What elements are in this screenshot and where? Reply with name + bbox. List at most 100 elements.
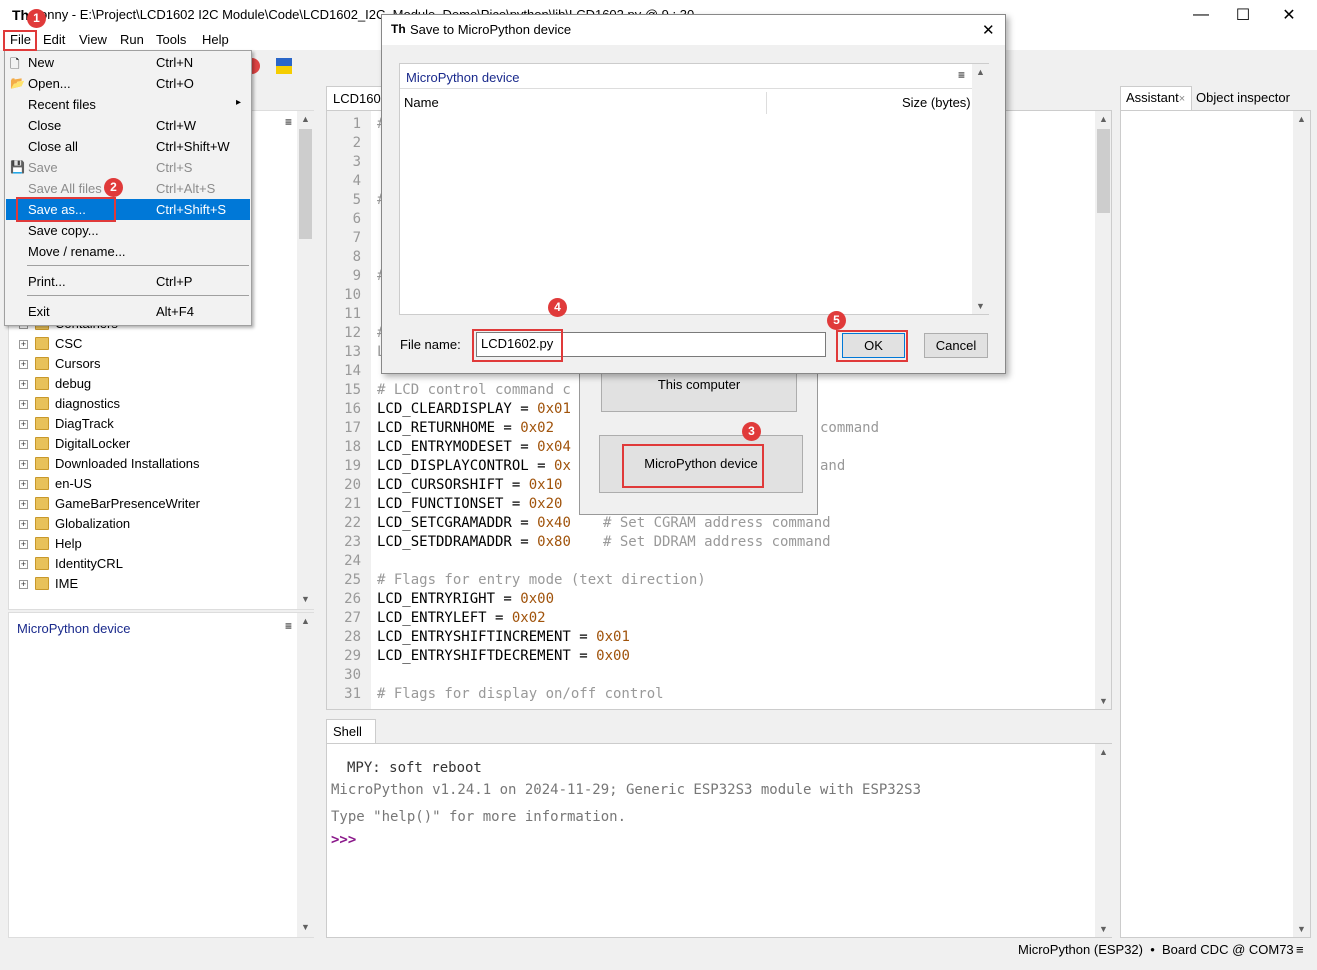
line-number: 22: [344, 515, 361, 531]
line-number: 18: [344, 439, 361, 455]
mp-pane-title: MicroPython device: [17, 621, 131, 636]
menu-help[interactable]: Help: [202, 32, 229, 47]
files-menu-icon[interactable]: ≡: [285, 115, 293, 129]
annotation-badge-3: 3: [742, 422, 761, 441]
open-folder-icon: 📂: [10, 76, 25, 90]
editor-tab[interactable]: LCD1602: [326, 86, 388, 110]
line-number: 23: [344, 534, 361, 550]
menu-item-print[interactable]: Print...Ctrl+P: [28, 274, 193, 289]
shell-prompt: >>>: [331, 832, 357, 848]
new-file-icon: 🗋: [10, 57, 20, 71]
code-line: LCD_CURSORSHIFT = 0x10: [377, 477, 563, 493]
column-size[interactable]: Size (bytes): [902, 95, 971, 110]
assistant-scrollbar[interactable]: ▲ ▼: [1293, 111, 1310, 937]
menu-separator: [27, 295, 249, 296]
code-line: LCD_SETCGRAMADDR = 0x40# Set CGRAM addre…: [377, 515, 831, 531]
annotation-box-filename: [472, 329, 563, 362]
device-file-list[interactable]: MicroPython device ≡ Name Size (bytes) ▲…: [399, 63, 989, 315]
thonny-icon: Th: [391, 22, 406, 36]
dialog-close-button[interactable]: ✕: [982, 22, 995, 39]
files-scrollbar[interactable]: ▲ ▼: [297, 111, 314, 609]
tab-assistant[interactable]: Assistant×: [1120, 86, 1192, 110]
annotation-badge-5: 5: [827, 311, 846, 330]
save-icon: 💾: [10, 160, 25, 174]
code-line: LCD_CLEARDISPLAY = 0x01: [377, 401, 571, 417]
menu-item-save-as[interactable]: Save as...Ctrl+Shift+S: [6, 199, 250, 220]
menu-edit[interactable]: Edit: [43, 32, 66, 47]
ukraine-flag-icon: [276, 58, 292, 66]
file-name-input[interactable]: LCD1602.py: [476, 332, 826, 357]
line-number: 1: [352, 116, 361, 132]
column-name[interactable]: Name: [404, 95, 439, 110]
code-line: # LCD control command c: [377, 382, 571, 398]
annotation-badge-2: 2: [104, 178, 123, 197]
menu-run[interactable]: Run: [120, 32, 144, 47]
save-dialog: Th Save to MicroPython device ✕ MicroPyt…: [381, 14, 1006, 374]
line-number: 31: [344, 686, 361, 702]
dialog-title: Save to MicroPython device: [410, 22, 572, 37]
file-name-label: File name:: [400, 337, 461, 352]
close-window-button[interactable]: ✕: [1282, 7, 1296, 24]
status-bar: MicroPython (ESP32) • Board CDC @ COM73 …: [0, 940, 1317, 962]
line-number: 8: [352, 249, 361, 265]
list-scrollbar[interactable]: ▲ ▼: [972, 64, 989, 314]
line-number: 16: [344, 401, 361, 417]
line-number: 20: [344, 477, 361, 493]
editor-scrollbar[interactable]: ▲ ▼: [1095, 111, 1111, 709]
shell-pane[interactable]: MPY: soft reboot MicroPython v1.24.1 on …: [326, 743, 1112, 938]
code-line: # Flags for display on/off control: [377, 686, 664, 702]
code-line: LCD_SETDDRAMADDR = 0x80# Set DDRAM addre…: [377, 534, 831, 550]
minimize-button[interactable]: —: [1193, 6, 1209, 23]
line-number: 10: [344, 287, 361, 303]
menu-item-move-rename[interactable]: Move / rename...: [28, 244, 126, 259]
code-line: # Flags for entry mode (text direction): [377, 572, 706, 588]
line-number: 24: [344, 553, 361, 569]
annotation-box-file: [3, 30, 37, 51]
list-menu-icon[interactable]: ≡: [958, 68, 966, 82]
line-number: 17: [344, 420, 361, 436]
menu-item-open[interactable]: 📂Open...Ctrl+O: [10, 76, 194, 91]
list-title: MicroPython device: [406, 70, 520, 85]
status-backend[interactable]: MicroPython (ESP32) • Board CDC @ COM73: [1018, 942, 1294, 957]
line-number: 15: [344, 382, 361, 398]
line-number: 3: [352, 154, 361, 170]
this-computer-button[interactable]: This computer: [601, 373, 797, 412]
tab-object-inspector[interactable]: Object inspector: [1196, 90, 1290, 105]
annotation-box-save-as: [16, 197, 116, 222]
shell-line: Type "help()" for more information.: [331, 809, 627, 825]
menu-file[interactable]: File: [10, 32, 31, 47]
menu-tools[interactable]: Tools: [156, 32, 187, 47]
status-menu-icon[interactable]: ≡: [1296, 942, 1304, 957]
line-number: 6: [352, 211, 361, 227]
line-number: 19: [344, 458, 361, 474]
shell-tab[interactable]: Shell ×: [326, 719, 376, 754]
maximize-button[interactable]: ☐: [1235, 7, 1251, 24]
annotation-badge-4: 4: [548, 298, 567, 317]
line-number: 9: [352, 268, 361, 284]
menu-item-save-copy[interactable]: Save copy...: [28, 223, 99, 238]
code-line: LCD_ENTRYSHIFTDECREMENT = 0x00: [377, 648, 630, 664]
line-number: 4: [352, 173, 361, 189]
mp-scrollbar[interactable]: ▲ ▼: [297, 613, 314, 937]
line-number: 21: [344, 496, 361, 512]
shell-line: MPY: soft reboot: [347, 760, 482, 776]
mp-pane-menu-icon[interactable]: ≡: [285, 619, 293, 633]
shell-scrollbar[interactable]: ▲ ▼: [1095, 744, 1112, 937]
code-line: LCD_ENTRYRIGHT = 0x00: [377, 591, 555, 607]
line-number: 30: [344, 667, 361, 683]
menu-item-recent-files[interactable]: Recent files▸: [28, 97, 242, 112]
line-number: 12: [344, 325, 361, 341]
ok-button[interactable]: OK: [842, 333, 905, 358]
line-number: 26: [344, 591, 361, 607]
submenu-arrow-icon: ▸: [236, 97, 242, 108]
menu-view[interactable]: View: [79, 32, 107, 47]
cancel-button[interactable]: Cancel: [924, 333, 988, 358]
